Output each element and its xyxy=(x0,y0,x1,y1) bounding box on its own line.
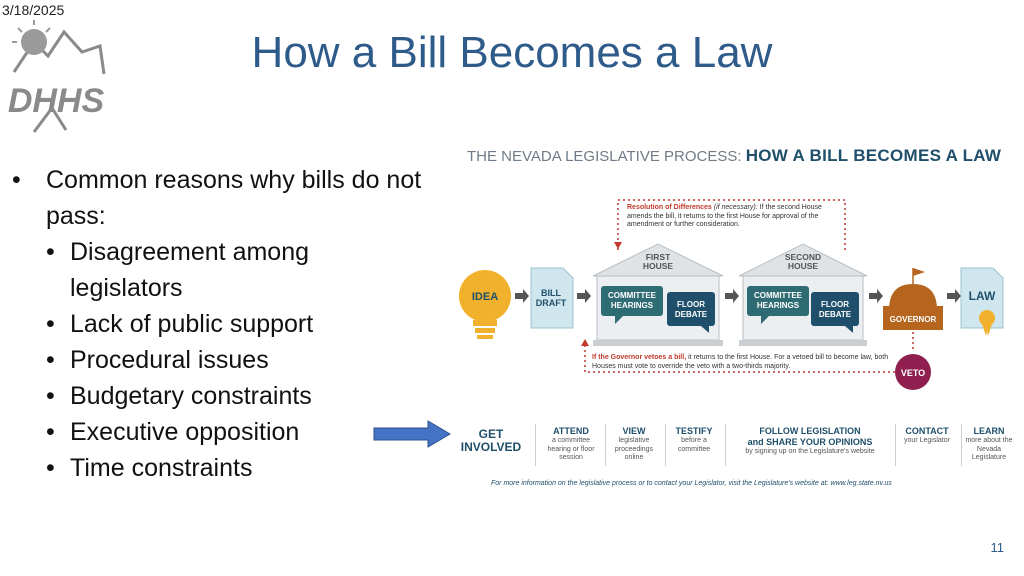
bullet-main-text: Common reasons why bills do not pass: xyxy=(46,166,422,230)
sub-bullet-text: Disagreement among legislators xyxy=(70,238,310,302)
sub-bullet-text: Executive opposition xyxy=(70,418,300,446)
legislative-process-infographic: THE NEVADA LEGISLATIVE PROCESS: HOW A BI… xyxy=(455,138,1015,494)
svg-text:FLOOR: FLOOR xyxy=(677,300,705,309)
bullet-main: • Common reasons why bills do not pass: xyxy=(6,162,426,234)
svg-text:COMMITTEE: COMMITTEE xyxy=(754,291,803,300)
sub-bullet-text: Procedural issues xyxy=(70,346,269,374)
svg-text:LAW: LAW xyxy=(969,289,996,303)
svg-text:DEBATE: DEBATE xyxy=(819,310,852,319)
process-diagram: IDEA BILL DRAFT FIRST HOUSE COMMITTEE HE… xyxy=(459,199,1004,390)
sub-bullet-text: Budgetary constraints xyxy=(70,382,312,410)
idea-label: IDEA xyxy=(472,291,498,303)
second-house-building-icon: SECOND HOUSE COMMITTEE HEARINGS FLOOR DE… xyxy=(738,243,868,346)
svg-text:FLOOR: FLOOR xyxy=(821,300,849,309)
svg-text:HEARINGS: HEARINGS xyxy=(757,301,800,310)
governor-capitol-icon: GOVERNOR xyxy=(883,268,943,330)
svg-text:DRAFT: DRAFT xyxy=(536,298,567,308)
slide-date: 3/18/2025 xyxy=(2,2,65,18)
bill-draft-document-icon: BILL DRAFT xyxy=(530,267,574,329)
sub-bullet: •Time constraints xyxy=(46,454,253,482)
sub-bullet: •Budgetary constraints xyxy=(46,382,312,410)
sub-bullet: •Procedural issues xyxy=(46,346,269,374)
svg-text:FIRST: FIRST xyxy=(646,252,671,262)
infographic-title: THE NEVADA LEGISLATIVE PROCESS: HOW A BI… xyxy=(467,146,1002,165)
bullet-dot: • xyxy=(12,166,21,194)
bullet-list: • Common reasons why bills do not pass: … xyxy=(6,162,426,486)
veto-explanation-text: If the Governor vetoes a bill, it return… xyxy=(592,354,889,370)
svg-text:DHHS: DHHS xyxy=(8,82,105,120)
svg-text:HOUSE: HOUSE xyxy=(788,261,819,271)
svg-text:DEBATE: DEBATE xyxy=(675,310,708,319)
svg-text:BILL: BILL xyxy=(541,288,561,298)
sub-bullet: •Executive opposition xyxy=(46,418,300,446)
veto-label: VETO xyxy=(901,368,925,378)
first-house-building-icon: FIRST HOUSE COMMITTEE HEARINGS FLOOR DEB… xyxy=(592,243,724,346)
sub-bullet: •Lack of public support xyxy=(46,310,314,338)
infographic-footer: For more information on the legislative … xyxy=(491,480,892,487)
law-document-icon: LAW xyxy=(960,267,1004,336)
page-number: 11 xyxy=(990,540,1005,555)
sub-bullet: •Disagreement among legislators xyxy=(46,238,310,302)
dhhs-logo: DHHS xyxy=(8,20,106,133)
idea-bulb-icon: IDEA xyxy=(459,270,511,339)
svg-text:SECOND: SECOND xyxy=(785,252,821,262)
svg-text:HOUSE: HOUSE xyxy=(643,261,674,271)
blue-arrow-icon xyxy=(373,420,451,448)
svg-text:GOVERNOR: GOVERNOR xyxy=(890,315,937,324)
svg-text:COMMITTEE: COMMITTEE xyxy=(608,291,657,300)
get-involved-label: GET INVOLVED xyxy=(460,427,522,454)
slide-title: How a Bill Becomes a Law xyxy=(251,28,773,77)
sub-bullet-text: Time constraints xyxy=(70,454,253,482)
veto-circle xyxy=(895,354,931,390)
resolution-of-differences-text: Resolution of Differences (if necessary)… xyxy=(627,204,822,228)
svg-text:HEARINGS: HEARINGS xyxy=(611,301,654,310)
sub-bullet-text: Lack of public support xyxy=(70,310,314,338)
